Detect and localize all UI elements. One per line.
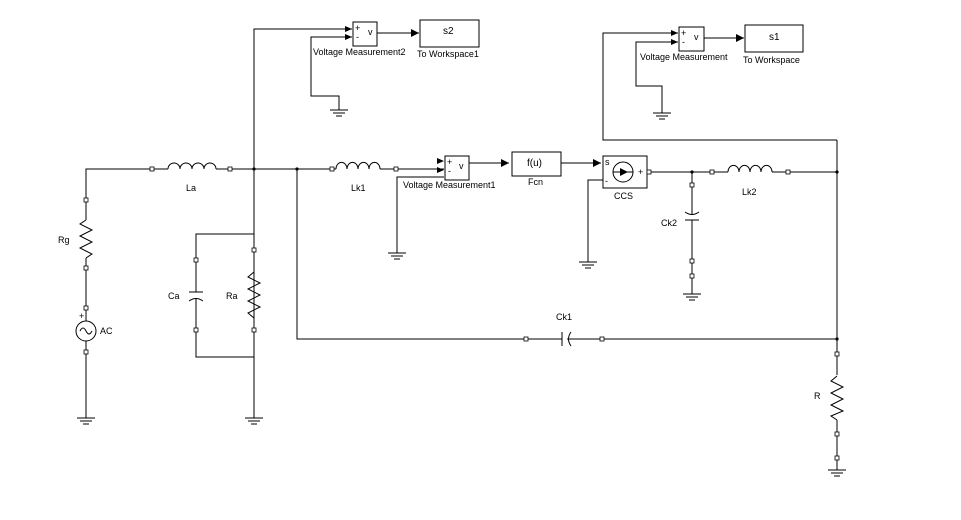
r-label: R (814, 391, 821, 401)
svg-text:-: - (448, 166, 451, 176)
ground-symbol (245, 404, 263, 425)
svg-text:s: s (605, 157, 610, 167)
voltage-measurement2-block[interactable]: + - v Voltage Measurement2 (313, 21, 406, 57)
ground-symbol (77, 404, 95, 425)
ra-label: Ra (226, 291, 238, 301)
svg-text:-: - (682, 37, 685, 47)
resistor-r[interactable]: R (814, 351, 845, 461)
voltage-measurement-label: Voltage Measurement (640, 52, 728, 62)
to-workspace1-label: To Workspace1 (417, 49, 479, 59)
to-workspace-block[interactable]: s1 To Workspace (743, 24, 804, 65)
arrowheads (345, 26, 744, 173)
lk2-label: Lk2 (742, 187, 757, 197)
voltage-measurement2-label: Voltage Measurement2 (313, 47, 406, 57)
fcn-label: Fcn (528, 177, 543, 187)
capacitor-ca[interactable]: Ca (168, 257, 204, 333)
ground-symbol (828, 458, 846, 477)
inductor-la[interactable]: La (149, 162, 233, 193)
svg-text:-: - (605, 176, 608, 186)
svg-text:+: + (447, 157, 452, 167)
fcn-block[interactable]: f(u) Fcn (511, 151, 562, 187)
to-workspace-label: To Workspace (743, 55, 800, 65)
to-workspace-var: s1 (769, 32, 780, 43)
svg-text:-: - (356, 32, 359, 42)
rg-label: Rg (58, 235, 70, 245)
svg-text:v: v (694, 32, 699, 42)
ck1-label: Ck1 (556, 312, 572, 322)
ac-voltage-source[interactable]: + AC (75, 305, 113, 355)
svg-text:+: + (79, 311, 84, 321)
ground-symbol (653, 98, 671, 120)
junction-dots (252, 167, 839, 341)
voltage-measurement1-label: Voltage Measurement1 (403, 180, 496, 190)
voltage-measurement-block[interactable]: + - v Voltage Measurement (640, 26, 728, 62)
inductor-lk1[interactable]: Lk1 (329, 161, 399, 193)
lk1-label: Lk1 (351, 183, 366, 193)
ccs-block[interactable]: s - + CCS (602, 155, 652, 201)
capacitor-ck1[interactable]: Ck1 (523, 312, 605, 347)
inductor-lk2[interactable]: Lk2 (709, 164, 791, 197)
wires (85, 28, 838, 468)
ground-symbol (388, 243, 406, 260)
ac-label: AC (100, 326, 113, 336)
svg-text:+: + (681, 28, 686, 38)
ca-label: Ca (168, 291, 180, 301)
svg-text:v: v (459, 161, 464, 171)
ground-symbol (330, 100, 348, 117)
svg-text:+: + (355, 23, 360, 33)
voltage-measurement1-block[interactable]: + - v Voltage Measurement1 (403, 155, 496, 190)
fcn-expr: f(u) (527, 158, 542, 169)
resistor-ra[interactable]: Ra (226, 247, 262, 333)
resistor-rg[interactable]: Rg (58, 197, 94, 271)
to-workspace1-var: s2 (443, 26, 454, 37)
la-label: La (186, 183, 196, 193)
svg-text:+: + (638, 167, 643, 177)
ground-symbol (683, 286, 701, 301)
to-workspace1-block[interactable]: s2 To Workspace1 (417, 19, 480, 59)
ck2-label: Ck2 (661, 218, 677, 228)
svg-text:v: v (368, 27, 373, 37)
ccs-label: CCS (614, 191, 633, 201)
capacitor-ck2[interactable]: Ck2 (661, 182, 700, 279)
ground-symbol (579, 252, 597, 269)
